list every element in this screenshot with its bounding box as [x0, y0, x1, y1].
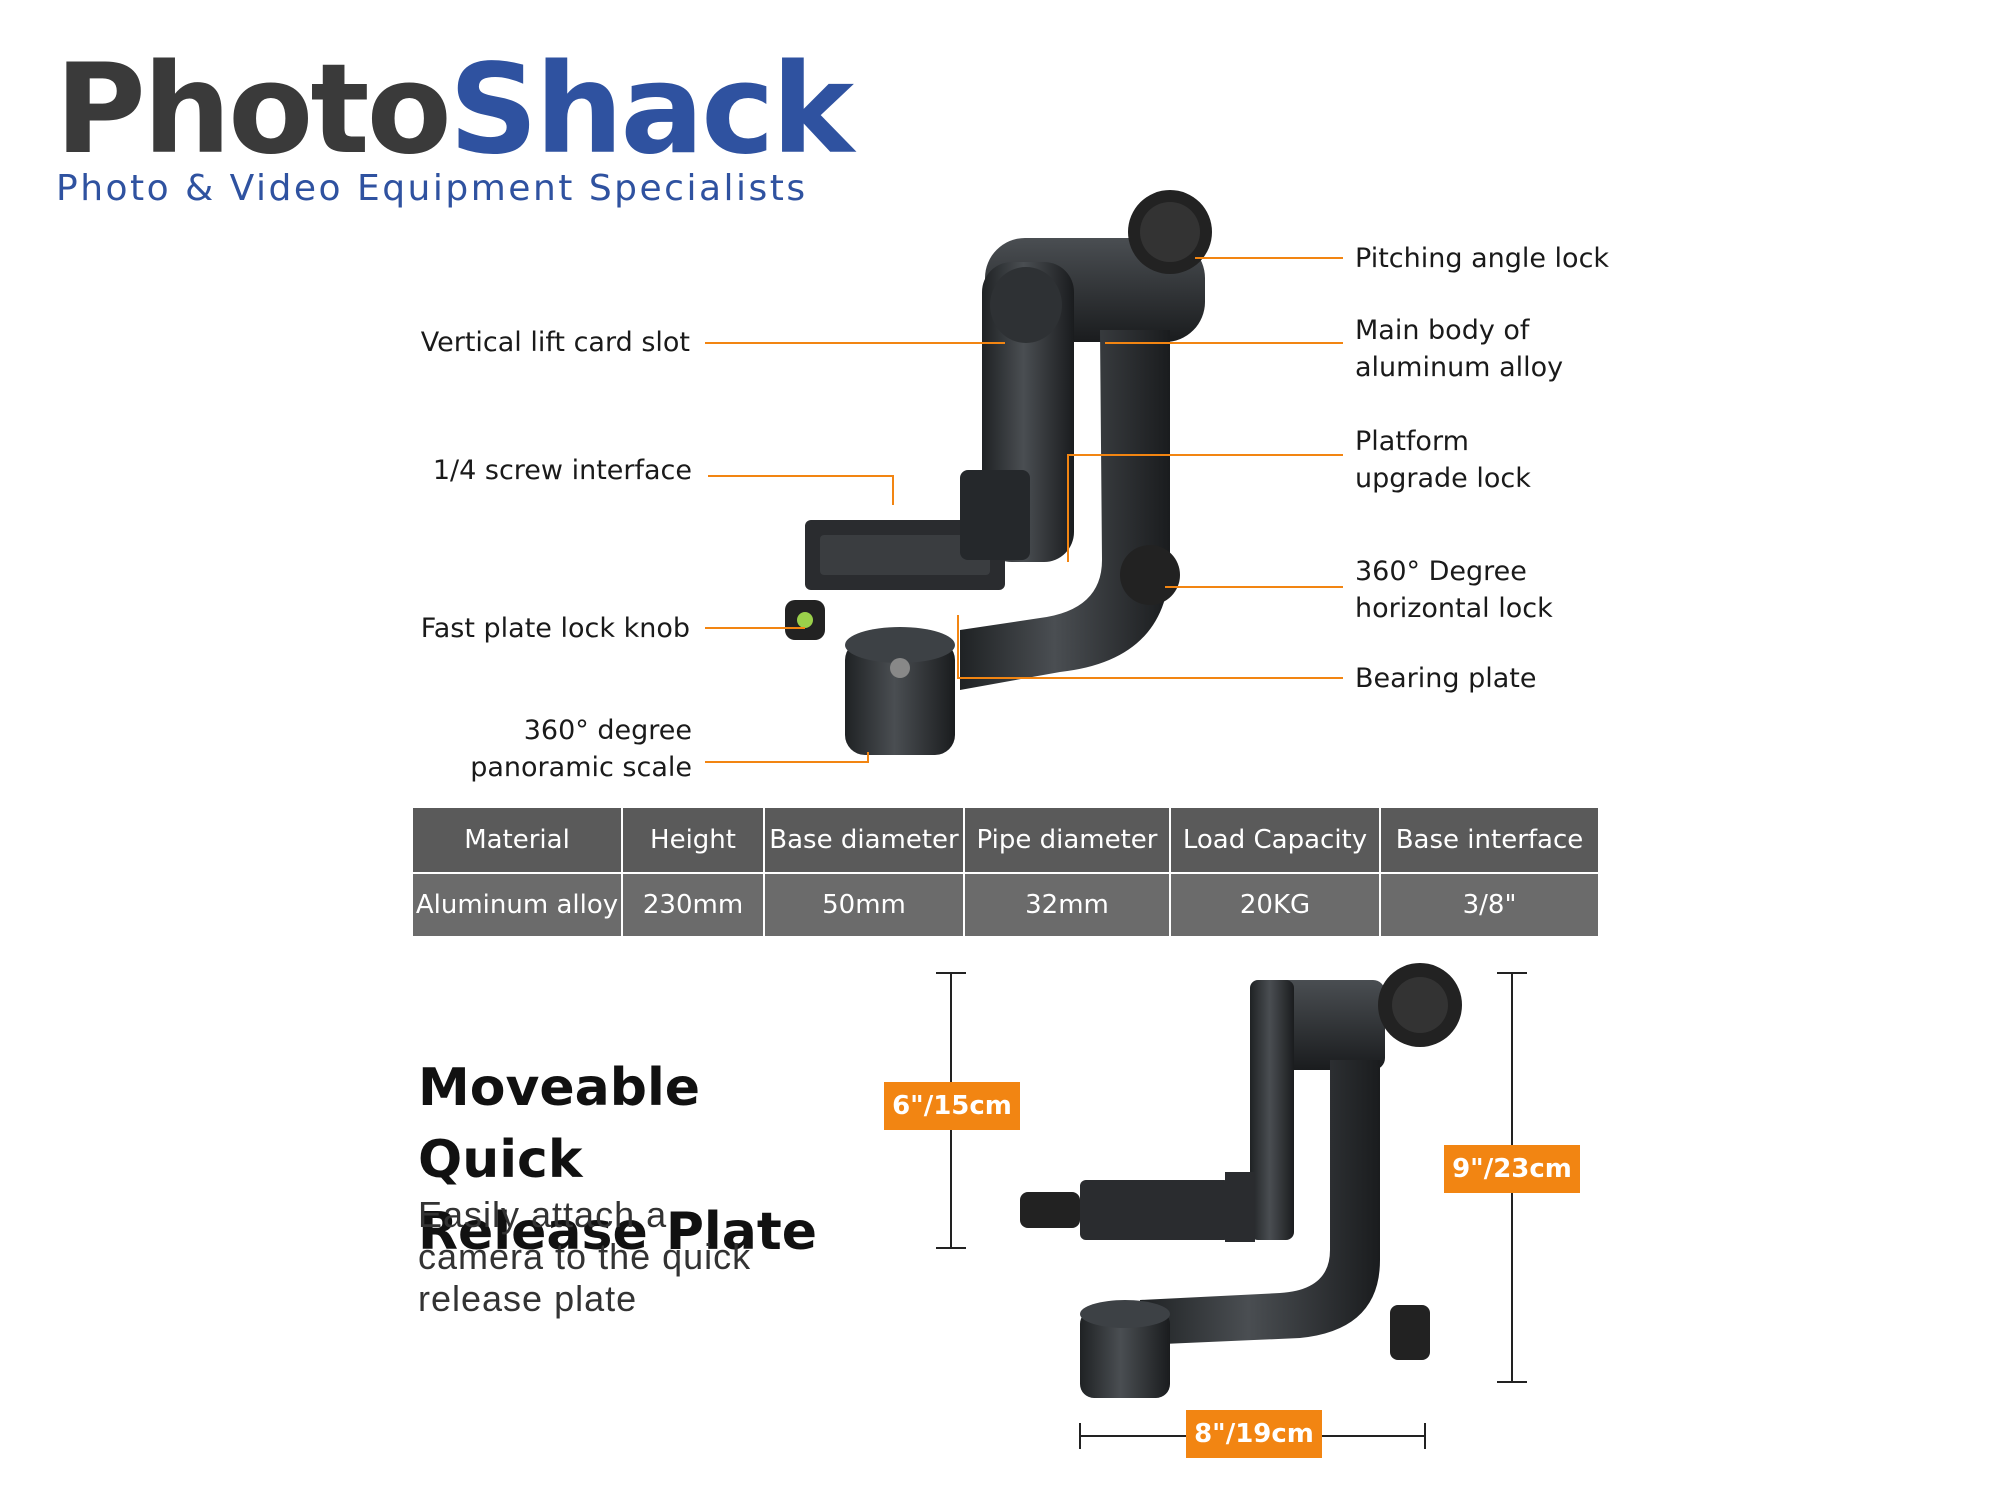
dimension-badge-total-height: 9"/23cm — [1444, 1145, 1580, 1193]
brand-logo: PhotoShack — [55, 48, 854, 172]
spec-header-pipe-diameter: Pipe diameter — [963, 806, 1171, 874]
spec-value-pipe-diameter: 32mm — [963, 872, 1171, 938]
gimbal-head-main — [785, 190, 1212, 755]
feature-heading-line1: Moveable Quick — [418, 1058, 701, 1190]
spec-header-base-interface: Base interface — [1379, 806, 1600, 874]
callout-horizontal-lock: 360° Degree horizontal lock — [1355, 556, 1553, 624]
callout-platform-upgrade-lock: Platform upgrade lock — [1355, 426, 1531, 494]
spec-table-value-row: Aluminum alloy 230mm 50mm 32mm 20KG 3/8" — [411, 872, 1600, 938]
callout-bearing-plate: Bearing plate — [1355, 663, 1537, 694]
dimension-badge-plate-height: 6"/15cm — [884, 1082, 1020, 1130]
dimension-badge-width: 8"/19cm — [1186, 1410, 1322, 1458]
brand-tagline: Photo & Video Equipment Specialists — [56, 168, 808, 209]
spec-value-material: Aluminum alloy — [411, 872, 623, 938]
callout-leader-lines — [705, 257, 1343, 763]
brand-name-part1: Photo — [55, 38, 452, 182]
spec-value-base-diameter: 50mm — [763, 872, 965, 938]
feature-description: Easily attach a camera to the quick rele… — [418, 1194, 752, 1319]
callout-main-body: Main body of aluminum alloy — [1355, 315, 1564, 383]
feature-heading-line2: Release Plate — [418, 1202, 817, 1262]
spec-table-header-row: Material Height Base diameter Pipe diame… — [411, 806, 1600, 874]
gimbal-head-dimension-view — [1020, 963, 1462, 1398]
spec-value-load-capacity: 20KG — [1169, 872, 1381, 938]
callout-panoramic-scale: 360° degree panoramic scale — [470, 715, 692, 783]
callout-pitching-angle-lock: Pitching angle lock — [1355, 243, 1610, 274]
spec-header-height: Height — [621, 806, 765, 874]
spec-header-material: Material — [411, 806, 623, 874]
spec-header-base-diameter: Base diameter — [763, 806, 965, 874]
callout-screw-interface: 1/4 screw interface — [432, 455, 692, 486]
callout-fast-plate-lock-knob: Fast plate lock knob — [420, 613, 690, 644]
spec-table: Material Height Base diameter Pipe diame… — [411, 806, 1600, 938]
feature-heading: Moveable Quick Release Plate — [418, 1052, 858, 1268]
spec-header-load-capacity: Load Capacity — [1169, 806, 1381, 874]
spec-value-height: 230mm — [621, 872, 765, 938]
brand-name-part2: Shack — [448, 38, 854, 182]
callout-vertical-lift-card-slot: Vertical lift card slot — [420, 327, 690, 358]
spec-value-base-interface: 3/8" — [1379, 872, 1600, 938]
